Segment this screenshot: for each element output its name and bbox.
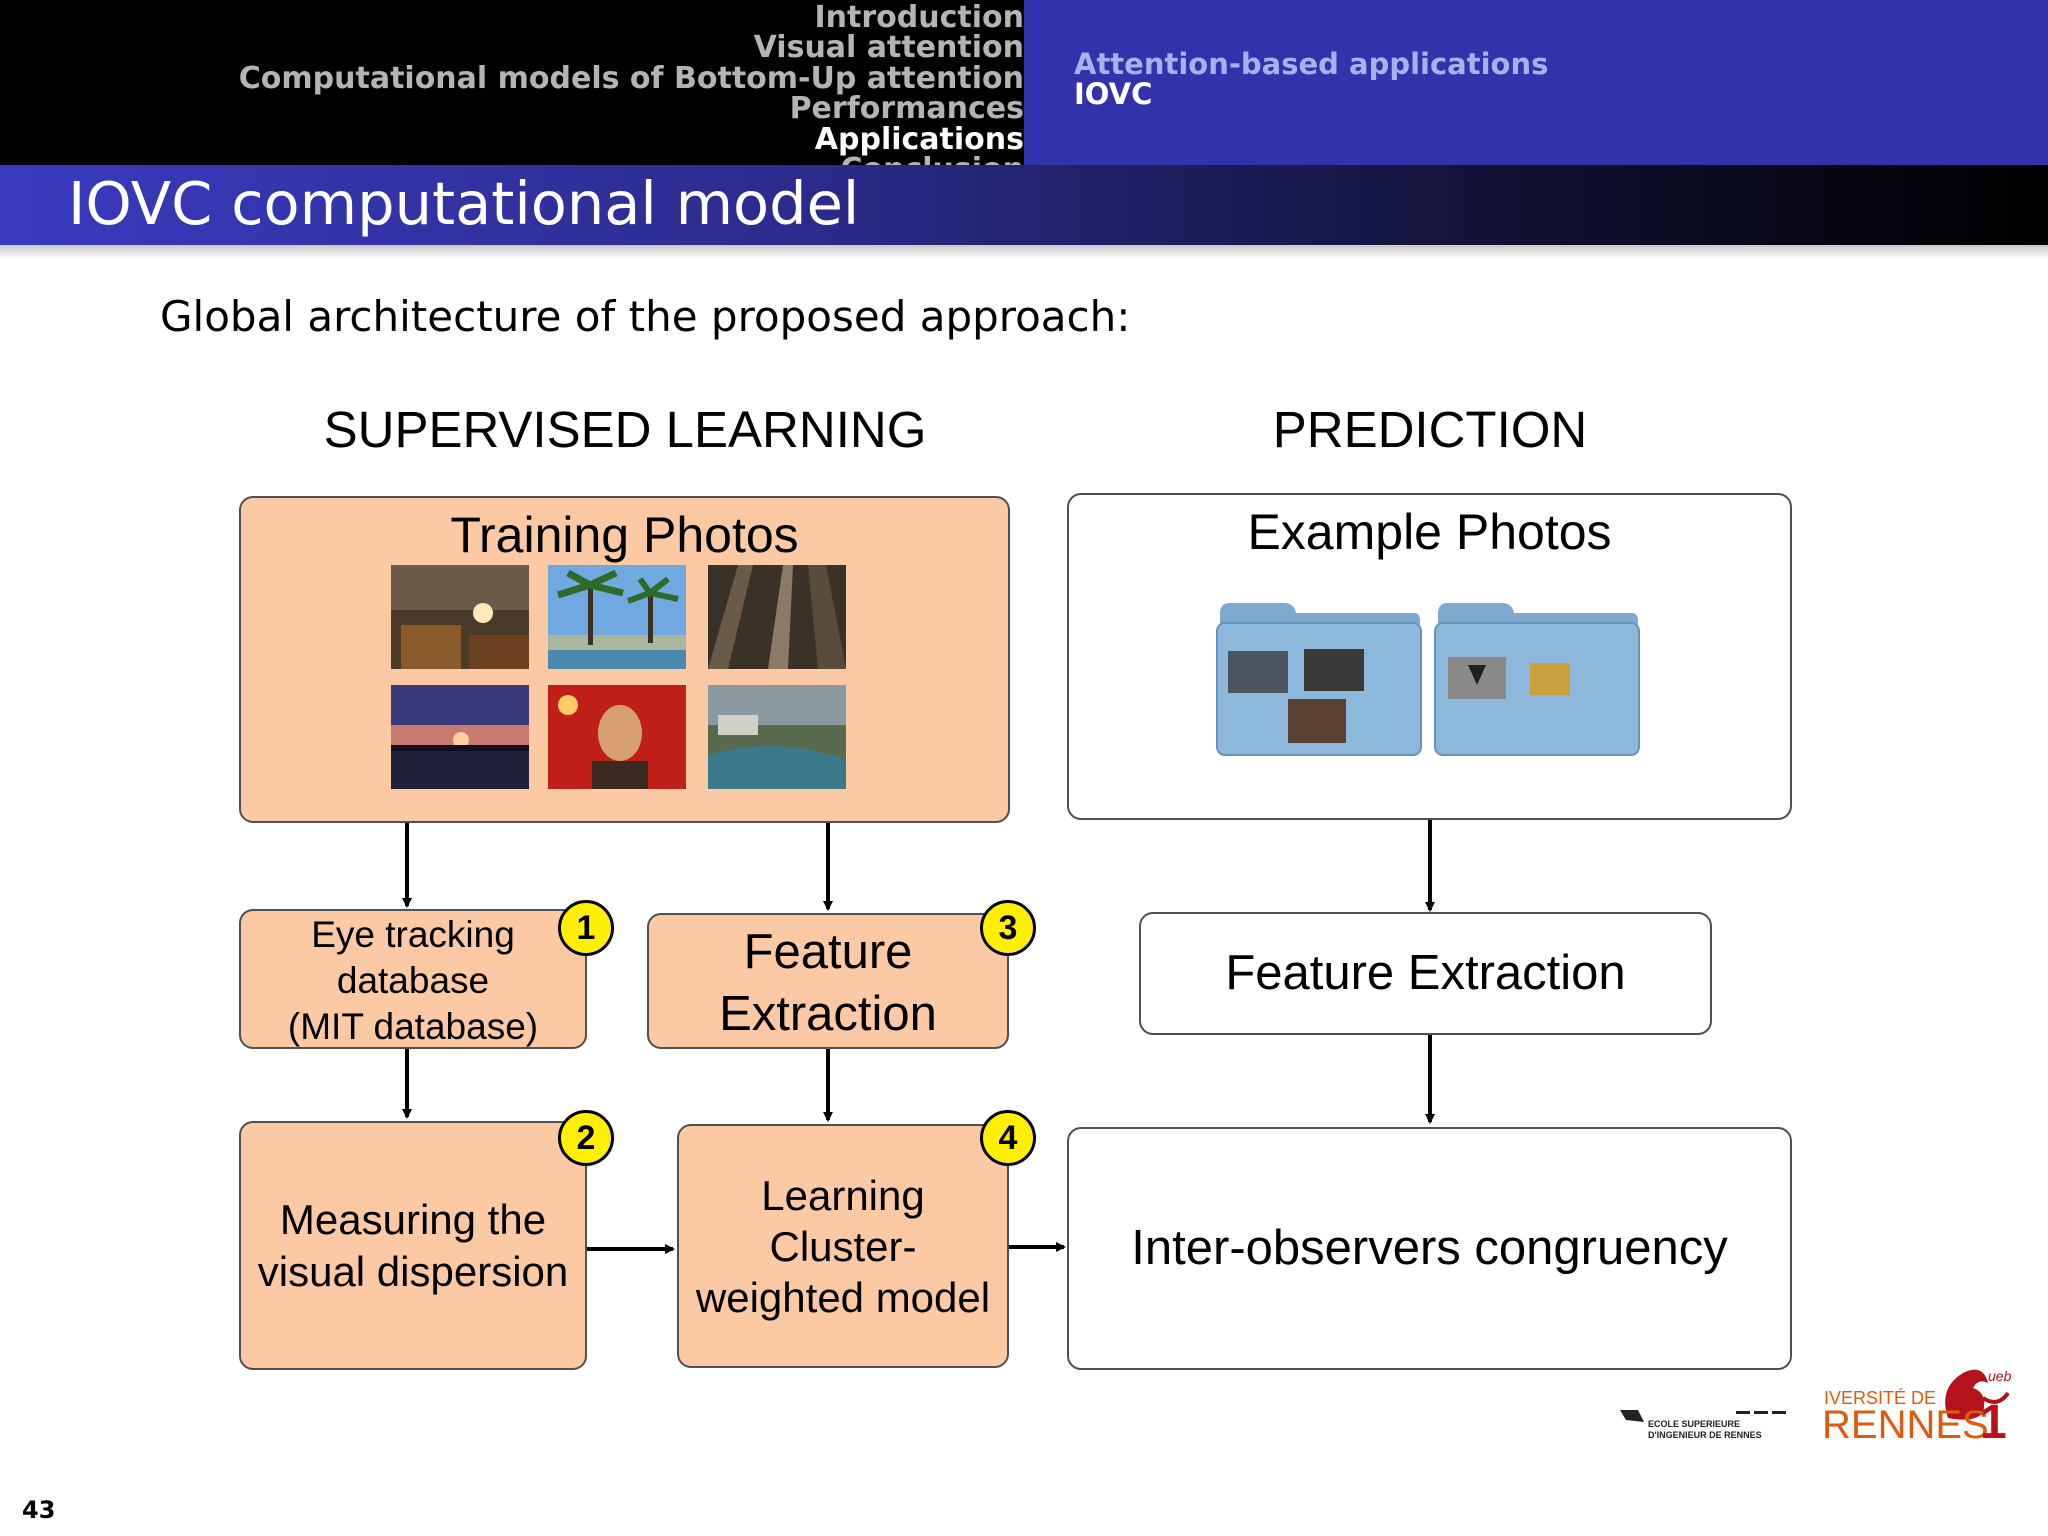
school-logo: ECOLE SUPERIEURE D'INGENIEUR DE RENNES [1618,1408,1788,1440]
frame-title-bar: IOVC computational model [0,165,2048,245]
training-photo-portrait [548,685,686,789]
page-number: 43 [22,1496,56,1524]
example-folder-1-icon [1216,603,1422,756]
frame-title: IOVC computational model [68,169,860,238]
supervised-learning-heading: SUPERVISED LEARNING [323,401,927,458]
step-badge-3: 3 [980,900,1036,956]
training-photo-palm-trees [548,565,686,669]
learning-line-2: Cluster- [769,1222,917,1270]
university-name-big: RENNES [1822,1403,1989,1447]
nav-performances[interactable]: Performances [789,91,1024,126]
university-name-small: IVERSITÉ DE [1824,1388,1937,1408]
feature-extraction-training-box: Feature Extraction [647,913,1009,1049]
training-photo-cathedral [708,565,846,669]
nav-visual-attention[interactable]: Visual attention [753,30,1024,65]
feature-extraction-line-2: Extraction [719,987,937,1041]
university-number: 1 [1980,1396,2007,1449]
feature-extraction-line-1: Feature [743,925,913,979]
prediction-heading: PREDICTION [1272,401,1588,458]
training-photo-river [708,685,846,789]
step-badge-2: 2 [558,1110,614,1166]
school-logo-line-2: D'INGENIEUR DE RENNES [1648,1430,1762,1440]
nav-conclusion[interactable]: Conclusion [24,155,1024,166]
learning-line-1: Learning [761,1171,925,1219]
measuring-line-1: Measuring the [279,1195,547,1243]
step-badge-4: 4 [980,1110,1036,1166]
eye-tracking-line-2: database [336,960,490,1001]
feature-extraction-prediction-label: Feature Extraction [1225,945,1626,1000]
nav-applications[interactable]: Applications [814,122,1024,157]
ueb-logo: ueb [1988,1368,2012,1384]
training-photo-sunset [391,685,529,789]
measuring-visual-dispersion-box: Measuring the visual dispersion [239,1121,587,1370]
lead-text: Global architecture of the proposed appr… [160,292,1131,341]
training-photos-box: Training Photos [239,496,1010,823]
eye-tracking-database-box: Eye tracking database (MIT database) [239,909,587,1049]
school-logo-mark [1620,1410,1786,1422]
section-title[interactable]: Attention-based applications [1074,47,1549,81]
title-shadow [0,245,2048,259]
header-navigation-panel: Introduction Visual attention Computatio… [0,0,1024,165]
header-section-panel: Attention-based applications IOVC [1024,0,2048,165]
eye-tracking-line-3: (MIT database) [287,1006,539,1047]
inter-observers-congruency-box: Inter-observers congruency [1067,1127,1792,1370]
example-photos-label: Example Photos [1247,503,1612,560]
school-logo-line-1: ECOLE SUPERIEURE [1648,1419,1741,1429]
training-photos-label: Training Photos [450,506,799,563]
inter-observers-congruency-label: Inter-observers congruency [1131,1220,1728,1275]
example-photos-box: Example Photos [1067,493,1792,820]
measuring-line-2: visual dispersion [257,1247,569,1295]
nav-introduction[interactable]: Introduction [814,0,1024,35]
university-logo: ueb IVERSITÉ DE RENNES 1 [1820,1358,2030,1448]
example-folder-2-icon [1434,603,1640,756]
squirrel-logo-icon [1945,1369,2010,1420]
training-photo-room [391,565,529,669]
eye-tracking-line-1: Eye tracking [311,914,515,955]
feature-extraction-prediction-box: Feature Extraction [1139,912,1712,1035]
learning-line-3: weighted model [695,1273,991,1321]
nav-computational-models[interactable]: Computational models of Bottom-Up attent… [238,61,1024,96]
subsection-title[interactable]: IOVC [1074,77,1153,111]
step-badge-1: 1 [558,900,614,956]
learning-cluster-weighted-model-box: Learning Cluster- weighted model [677,1124,1009,1368]
